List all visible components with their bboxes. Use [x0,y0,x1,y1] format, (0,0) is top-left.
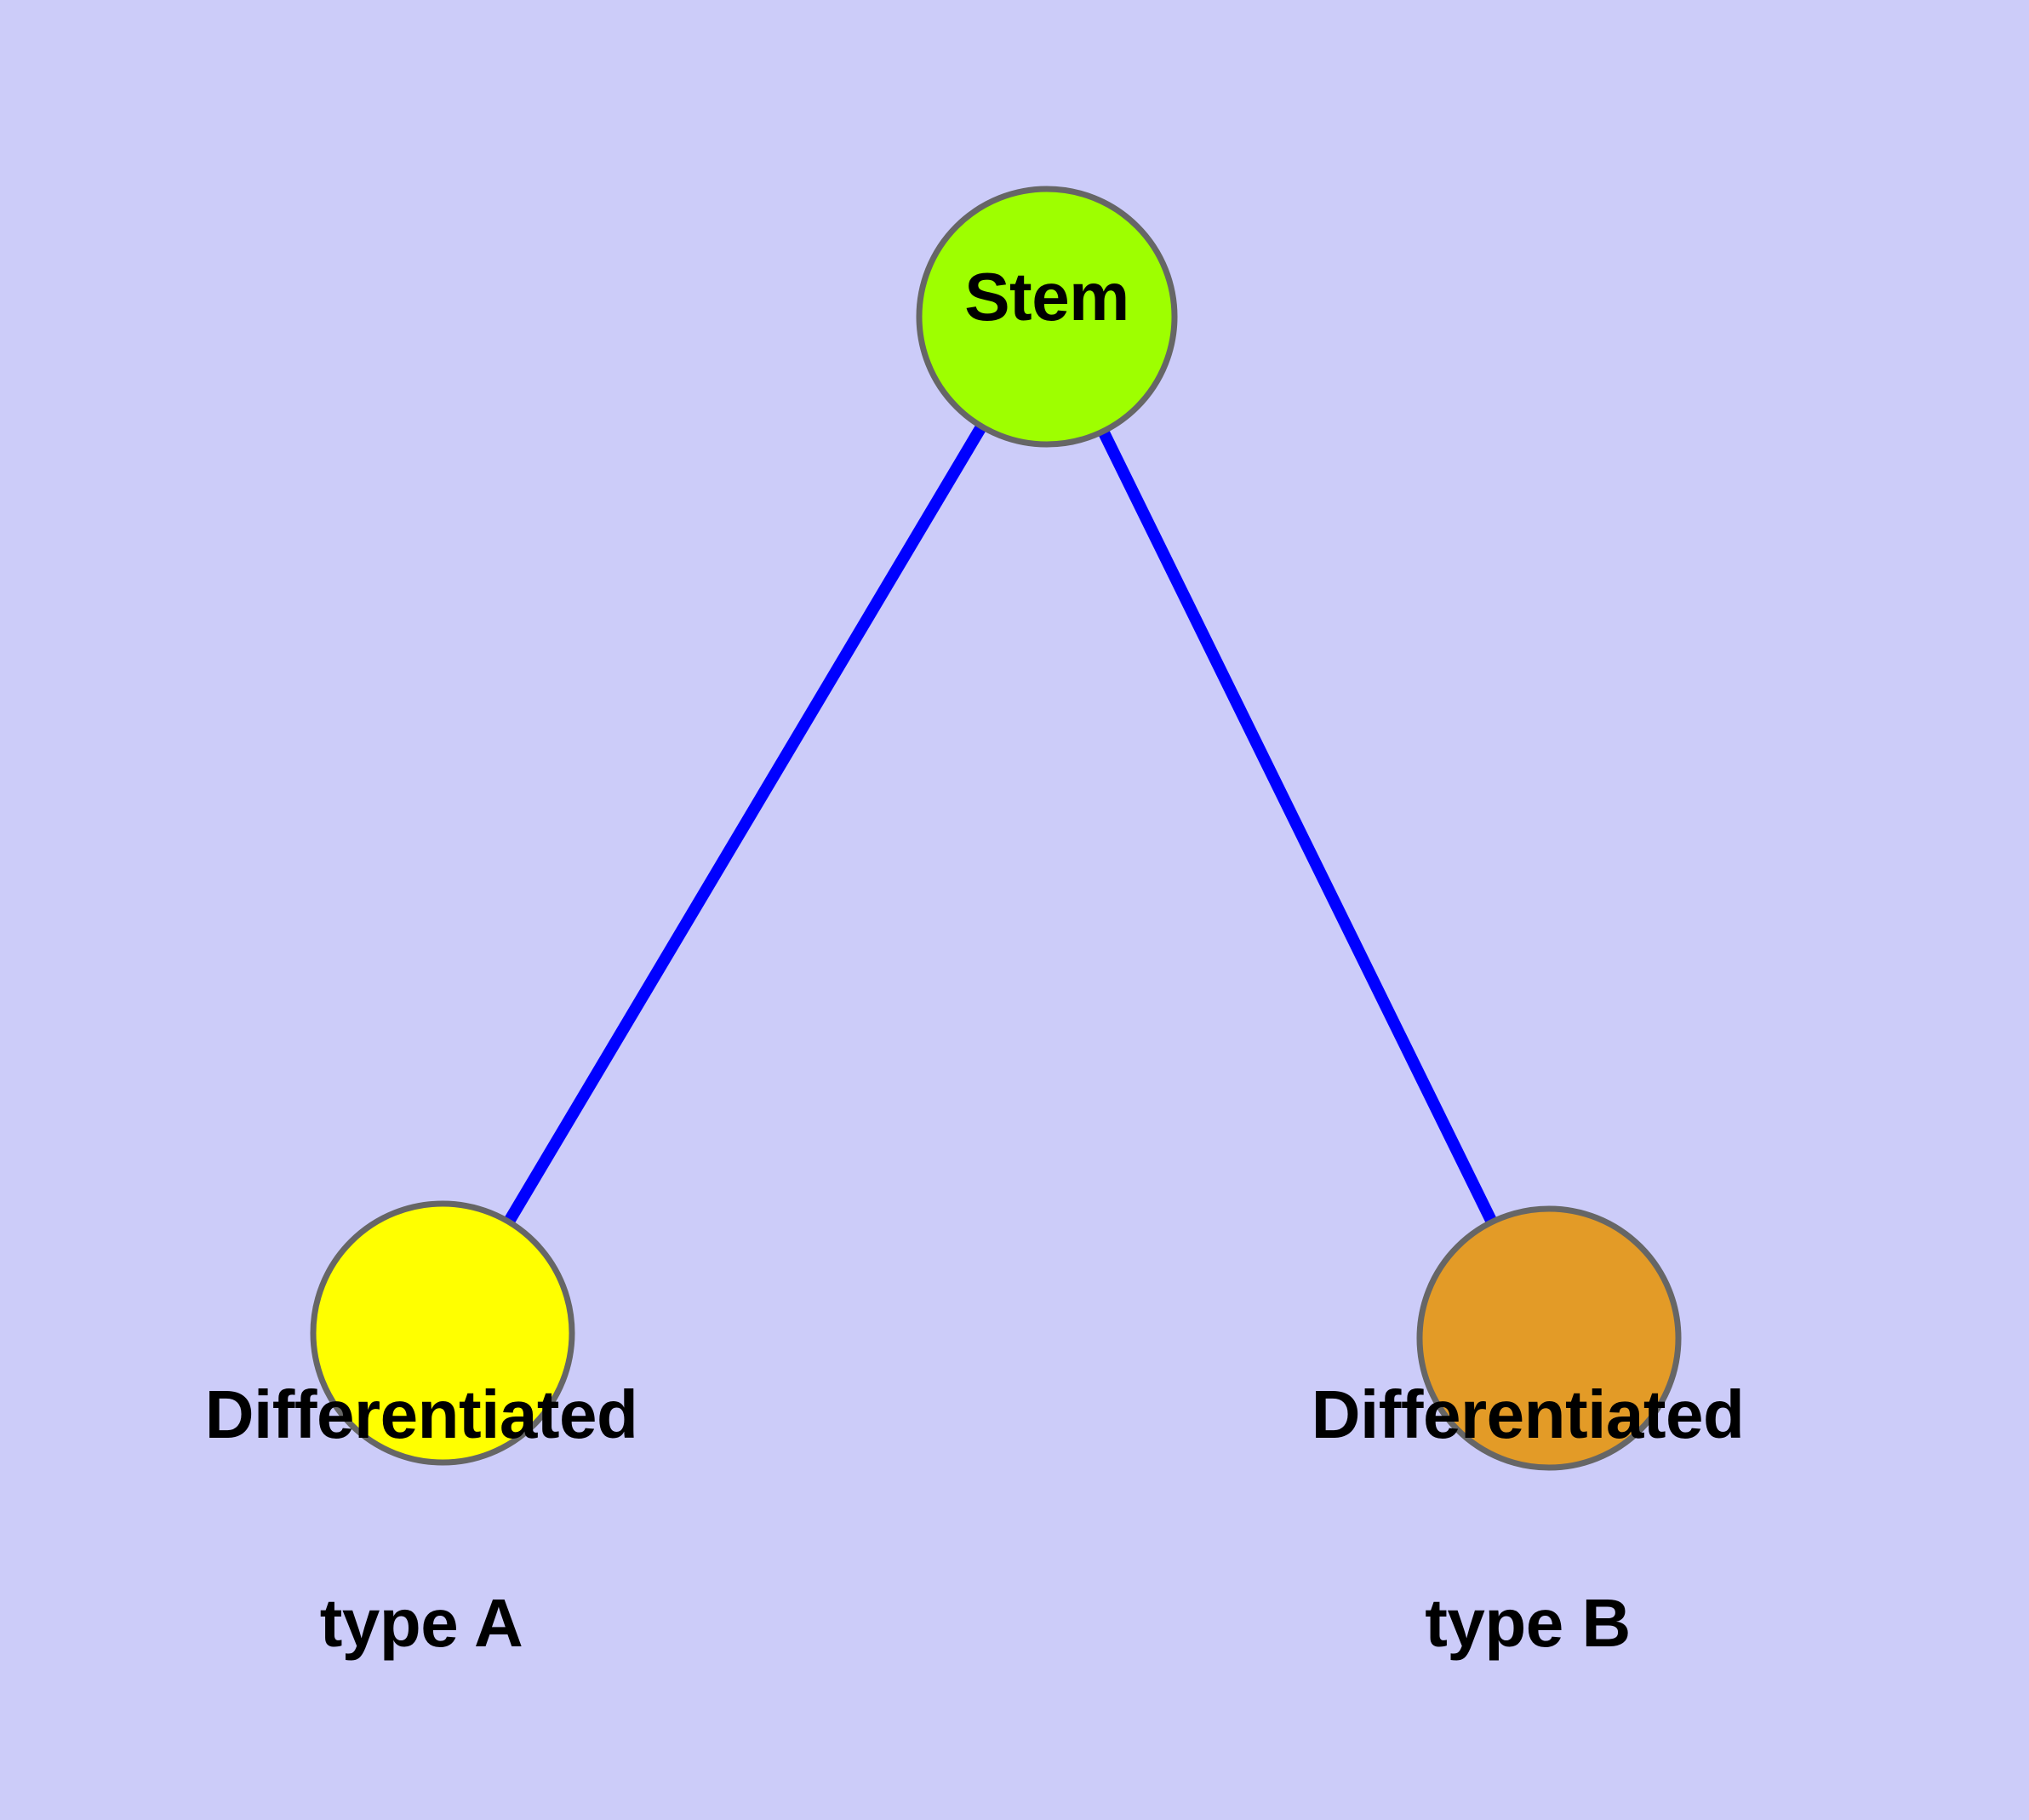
edge-layer [437,313,1555,1342]
edge-stem-to-differentiated-type-a[interactable] [437,313,1053,1336]
node-differentiated-type-a-circle[interactable] [310,1200,575,1466]
node-differentiated-type-b-circle[interactable] [1416,1205,1682,1471]
edge-stem-to-differentiated-type-b[interactable] [1041,313,1555,1342]
node-stem-circle[interactable] [916,186,1178,448]
node-layer [310,186,1682,1471]
